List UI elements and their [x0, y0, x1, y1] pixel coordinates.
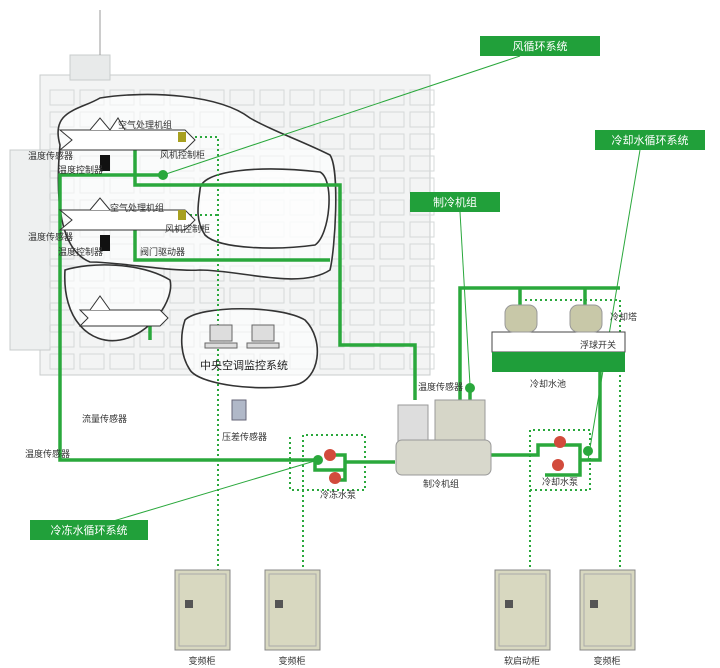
label-temp-sensor3: 温度传感器 [25, 448, 70, 460]
cabinet-label: 变频柜 [593, 655, 620, 667]
cabinet-icon [494, 569, 551, 651]
label-cooling-tower: 冷却塔 [610, 311, 637, 323]
label-temp-sensor4: 温度传感器 [418, 381, 463, 393]
label-cooling-pool: 冷却水池 [530, 378, 566, 390]
label-cooling-pump: 冷却水泵 [542, 476, 578, 488]
cooling-tower-icon [504, 304, 603, 333]
label-flow-sensor: 流量传感器 [82, 413, 127, 425]
cabinet-label: 软启动柜 [504, 655, 540, 667]
callout-cooling-water [595, 130, 705, 150]
label-float-switch: 浮球开关 [580, 339, 616, 351]
temp-controller-icon [100, 235, 110, 251]
label-ahu1: 空气处理机组 [118, 119, 172, 131]
temp-controller-icon [100, 155, 110, 171]
junction-dot [583, 446, 593, 456]
label-temp-ctrl2: 温度控制器 [58, 246, 103, 258]
callout-chilled-water [30, 520, 148, 540]
junction-dot [313, 455, 323, 465]
label-chilled-pump: 冷冻水泵 [320, 489, 356, 501]
computer-icon [204, 324, 280, 349]
pump-icon [324, 436, 566, 484]
callout-chiller-text: 制冷机组 [433, 195, 477, 209]
cabinet-icon [579, 569, 636, 651]
zone-outline-2 [197, 168, 330, 249]
callout-air [480, 36, 600, 56]
cabinet-label: 变频柜 [188, 655, 215, 667]
callout-cooling-water-text: 冷却水循环系统 [612, 134, 689, 147]
cooling-pool [492, 352, 625, 372]
label-ahu2: 空气处理机组 [110, 202, 164, 214]
label-temp-sensor1: 温度传感器 [28, 150, 73, 162]
label-valve-driver: 阀门驱动器 [140, 246, 185, 258]
junction-dot [158, 170, 168, 180]
cabinet-icon [264, 569, 321, 651]
label-fan-cab2: 风机控制柜 [165, 223, 210, 235]
callout-air-text: 风循环系统 [513, 40, 568, 53]
label-temp-ctrl1: 温度控制器 [58, 164, 103, 176]
label-chiller-unit: 制冷机组 [423, 478, 459, 490]
label-monitor: 中央空调监控系统 [200, 358, 288, 372]
pressure-sensor-icon [231, 399, 247, 421]
cabinet-icon [174, 569, 231, 651]
label-fan-cab1: 风机控制柜 [160, 149, 205, 161]
label-dp-sensor: 压差传感器 [222, 431, 267, 443]
fan-control-cabinet-icon [178, 210, 186, 220]
callout-chiller [410, 192, 500, 212]
chiller-icon [395, 399, 492, 476]
callout-chilled-water-text: 冷冻水循环系统 [51, 523, 128, 537]
ahu-unit [58, 117, 196, 327]
fan-control-cabinet-icon [178, 132, 186, 142]
cabinet-label: 变频柜 [278, 655, 305, 667]
label-temp-sensor2: 温度传感器 [28, 231, 73, 243]
temp-sensor-dot [465, 383, 475, 393]
